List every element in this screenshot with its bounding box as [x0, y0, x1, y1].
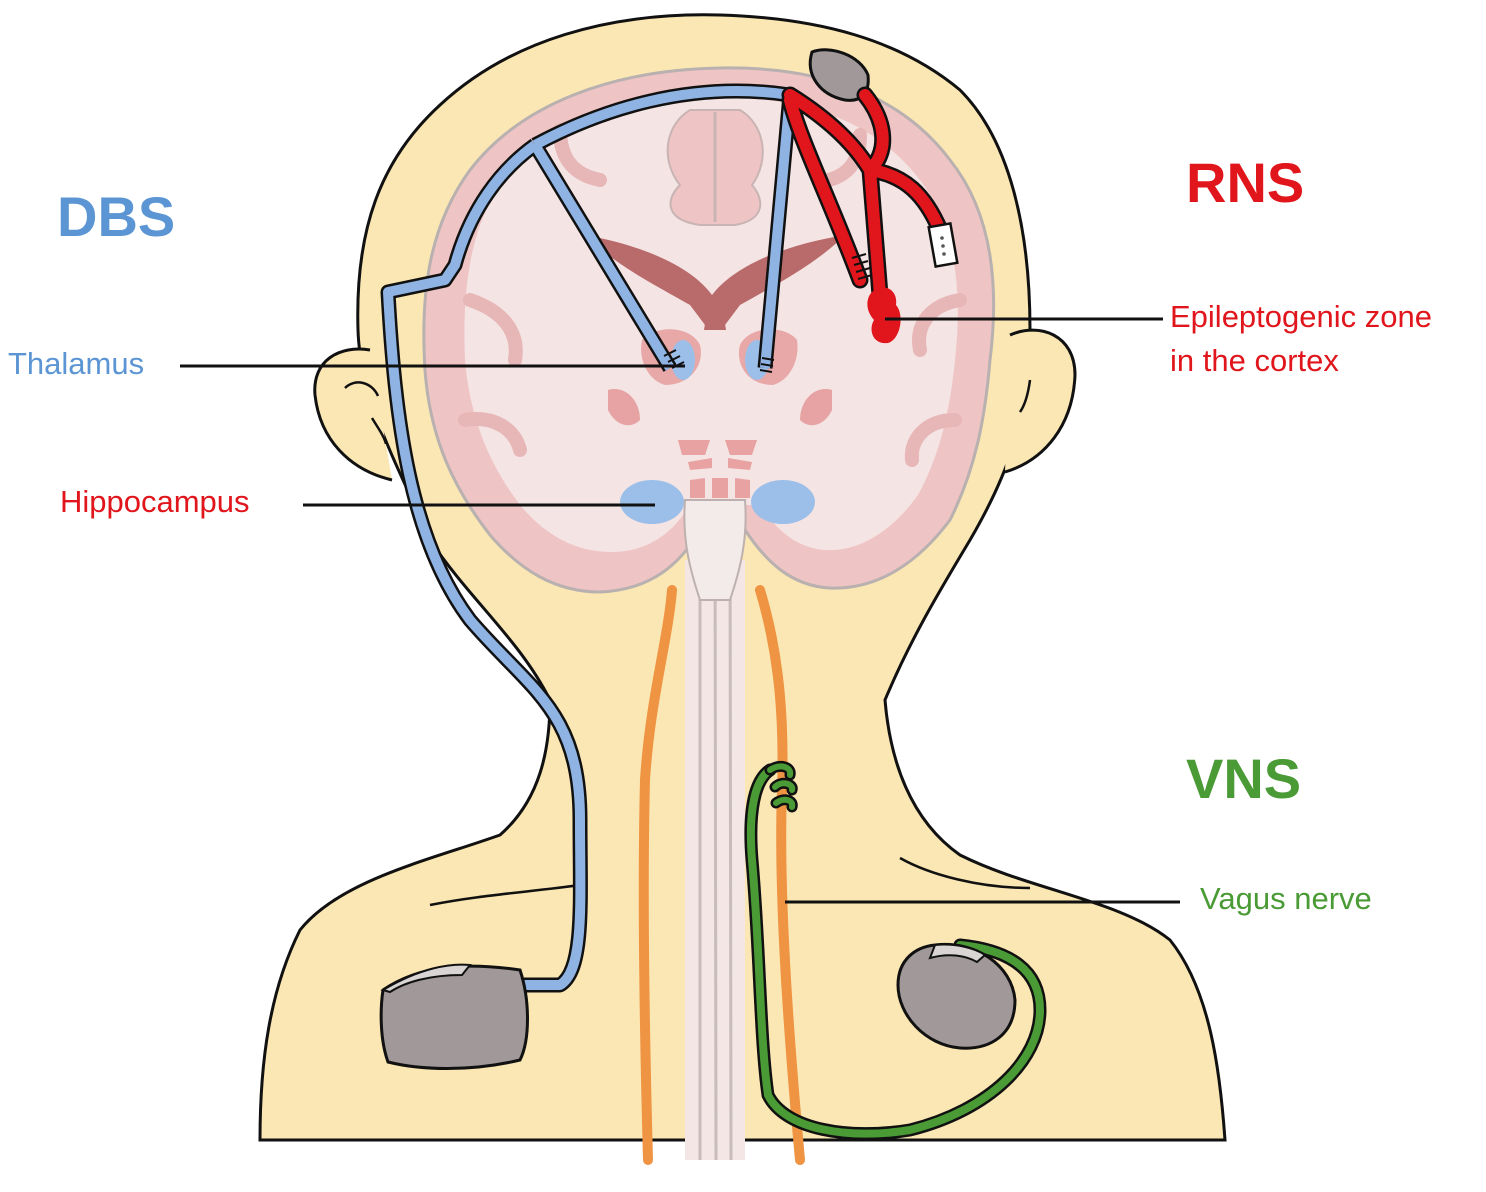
vns-system — [744, 760, 1047, 1141]
hippocampus-right — [751, 480, 815, 524]
putamen-right — [800, 389, 832, 426]
epileptogenic-zone-label-line1: Epileptogenic zone — [1170, 299, 1432, 334]
rns-system — [781, 48, 959, 344]
rns-depth-contacts — [851, 253, 873, 280]
left-ear-detail — [344, 381, 388, 445]
epileptogenic-zone — [867, 287, 901, 344]
midbrain-nuclei — [678, 440, 757, 498]
thalamus-label: Thalamus — [8, 346, 145, 381]
pulse-generator-icon — [379, 963, 529, 1070]
pulse-generator-icon — [896, 942, 1017, 1050]
third-ventricle — [704, 305, 726, 330]
rns-title: RNS — [1186, 151, 1305, 214]
right-collarbone — [899, 856, 1031, 890]
brain — [422, 66, 996, 601]
hippocampus-left — [620, 480, 684, 524]
hippocampus-label: Hippocampus — [60, 484, 250, 519]
strip-electrode — [927, 221, 959, 269]
dbs-contacts-right — [759, 357, 775, 373]
left-ear — [313, 347, 393, 482]
leader-lines — [180, 317, 1180, 904]
vagus-nerve-path — [755, 585, 805, 1165]
left-nerve — [638, 585, 677, 1165]
brainstem — [683, 499, 747, 601]
vagus-nerve-label: Vagus nerve — [1200, 881, 1372, 916]
nerves — [638, 585, 805, 1165]
right-ear-detail — [1018, 379, 1032, 413]
epileptogenic-zone-label-line2: in the cortex — [1170, 343, 1339, 378]
spinal-column — [685, 519, 745, 1161]
putamen-left — [608, 389, 640, 426]
right-ear — [1004, 328, 1077, 474]
left-collarbone — [429, 883, 581, 907]
dbs-system — [379, 83, 798, 1070]
dbs-title: DBS — [57, 185, 176, 248]
vns-title: VNS — [1186, 747, 1302, 810]
